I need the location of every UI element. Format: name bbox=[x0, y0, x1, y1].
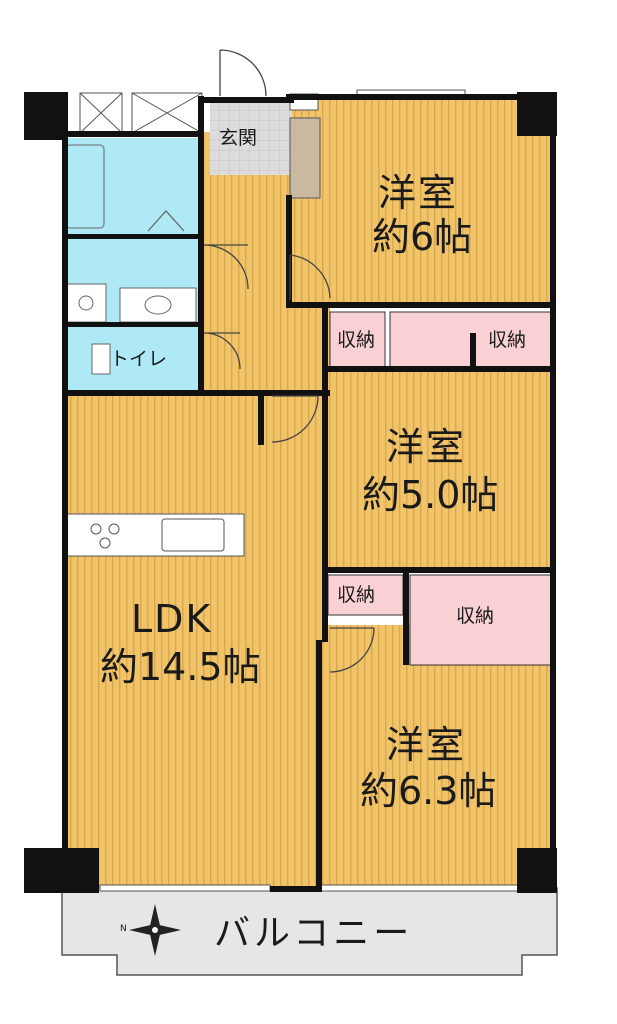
toilet-bowl bbox=[91, 343, 111, 375]
compass-north-label: N bbox=[120, 924, 127, 934]
washer-drum bbox=[78, 295, 94, 311]
storage-3 bbox=[327, 574, 404, 616]
toilet-label: トイレ bbox=[110, 348, 168, 370]
western1-size: 約6帖 bbox=[372, 215, 473, 259]
storage-label-2: 収納 bbox=[488, 329, 527, 351]
storage-label-4: 収納 bbox=[456, 605, 495, 627]
windows bbox=[79, 89, 521, 892]
sink-counter bbox=[119, 287, 197, 323]
compass-icon bbox=[129, 904, 181, 956]
shoe-box bbox=[289, 117, 321, 199]
bathtub bbox=[65, 144, 105, 229]
entrance-floor bbox=[210, 103, 292, 175]
ldk-size: 約14.5帖 bbox=[100, 645, 261, 689]
western2-floor bbox=[325, 370, 553, 570]
doors bbox=[147, 49, 375, 673]
kitchen-counter bbox=[65, 513, 245, 557]
western1-floor bbox=[290, 94, 552, 308]
western3-floor bbox=[318, 625, 553, 888]
stove-burner bbox=[99, 537, 111, 549]
entrance-label: 玄関 bbox=[219, 127, 258, 149]
western1-name: 洋室 bbox=[378, 171, 459, 215]
storage-label-1: 収納 bbox=[337, 329, 376, 351]
storage-4 bbox=[409, 574, 554, 666]
walls bbox=[24, 92, 557, 893]
washer bbox=[65, 283, 107, 323]
western2-size: 約5.0帖 bbox=[362, 473, 499, 517]
stove-burner bbox=[108, 523, 120, 535]
ldk-floor bbox=[62, 395, 325, 890]
western2-name: 洋室 bbox=[386, 425, 467, 469]
stove-burner bbox=[90, 523, 102, 535]
storage-label-3: 収納 bbox=[337, 584, 376, 606]
sink-basin bbox=[144, 295, 172, 315]
kitchen-sink bbox=[161, 518, 225, 552]
western3-name: 洋室 bbox=[386, 723, 467, 767]
ldk-name: LDK bbox=[131, 597, 213, 641]
toilet-room bbox=[62, 326, 200, 392]
western3-size: 約6.3帖 bbox=[360, 769, 497, 813]
balcony-area bbox=[61, 887, 558, 976]
balcony-label: バルコニー bbox=[214, 913, 414, 954]
